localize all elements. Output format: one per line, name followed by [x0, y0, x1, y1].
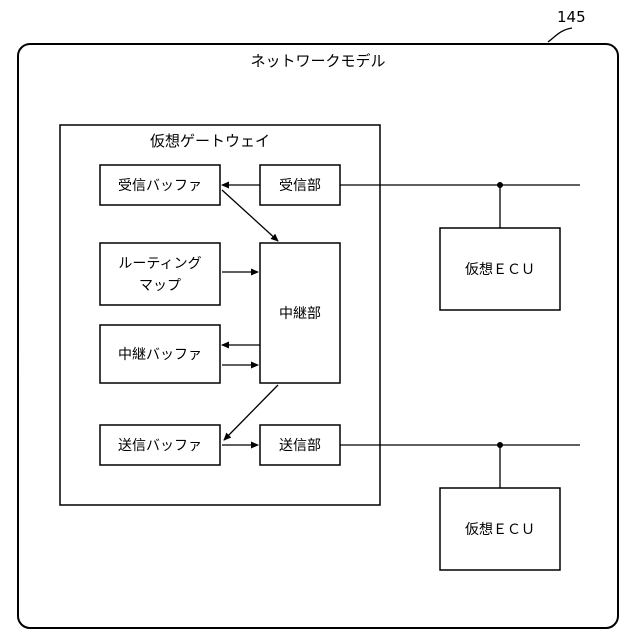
routing-map-label-line1: ルーティング — [118, 256, 201, 272]
routing-map-label-line2: マップ — [139, 278, 181, 294]
bus-junction-2 — [497, 442, 503, 448]
receive-unit-label: 受信部 — [279, 178, 321, 194]
relay-buffer-label: 中継バッファ — [118, 347, 202, 363]
reference-leader-line — [548, 28, 572, 42]
send-buffer-label: 送信バッファ — [118, 438, 202, 454]
reference-number: 145 — [557, 8, 586, 26]
relay-unit-label: 中継部 — [279, 306, 321, 322]
network-model-title: ネットワークモデル — [250, 52, 385, 70]
virtual-ecu-label-2: 仮想ＥＣＵ — [465, 522, 535, 538]
bus-junction-1 — [497, 182, 503, 188]
send-unit-label: 送信部 — [279, 438, 321, 454]
routing-map-box — [100, 243, 220, 305]
virtual-gateway-title: 仮想ゲートウェイ — [150, 132, 270, 150]
receive-buffer-label: 受信バッファ — [118, 178, 202, 194]
virtual-ecu-label-1: 仮想ＥＣＵ — [465, 262, 535, 278]
